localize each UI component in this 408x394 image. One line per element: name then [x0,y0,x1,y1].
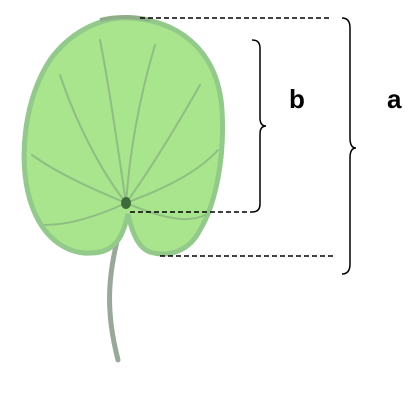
label-b: b [289,84,305,114]
leaf-node [121,197,131,209]
vein-2 [125,44,156,204]
vein-6 [125,149,219,204]
vein-7 [44,202,127,226]
vein-1 [99,39,127,204]
vein-4 [125,84,201,204]
vein-3 [59,74,127,204]
leaf-rim [99,15,151,22]
leaf-blade [21,15,225,257]
label-a: a [387,84,402,114]
brace-a [341,17,357,275]
brace-b [251,39,267,213]
leaf-veins [31,39,219,226]
vein-8 [125,202,206,221]
vein-5 [31,154,127,204]
